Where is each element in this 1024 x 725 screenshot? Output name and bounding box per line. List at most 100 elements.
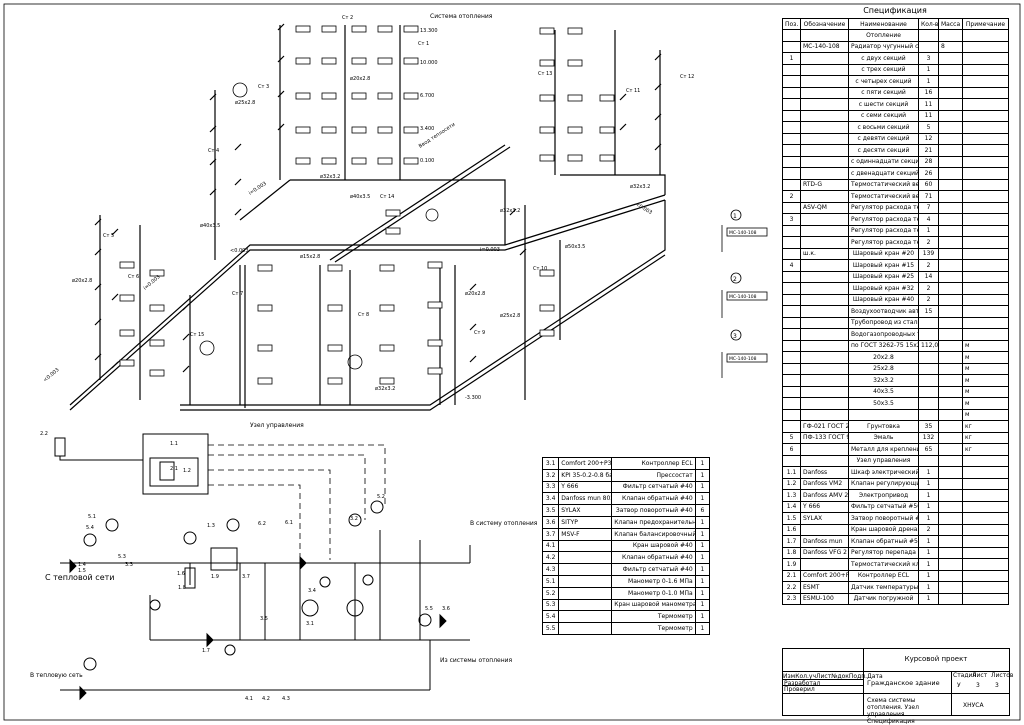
- equipment-cell: 3.3: [541, 480, 560, 494]
- spec-cell: [918, 362, 939, 375]
- spec-cell: [918, 29, 939, 42]
- spec-cell: [962, 224, 1009, 237]
- spec-cell: с пяти секций: [848, 86, 919, 99]
- equipment-cell: Термометр: [611, 610, 696, 624]
- spec-cell: по ГОСТ 3262-75 15x2.8: [848, 339, 919, 352]
- spec-header-cell: Обозначение: [800, 18, 849, 30]
- riser-label: Ст 1: [418, 41, 429, 47]
- spec-cell: [962, 328, 1009, 341]
- equipment-cell: [558, 610, 613, 624]
- spec-cell: 6: [782, 443, 801, 456]
- equipment-cell: 1: [694, 563, 711, 576]
- equipment-cell: 1: [694, 480, 711, 494]
- equipment-cell: Кран шаровой #40: [611, 539, 696, 553]
- spec-cell: 1: [918, 63, 939, 76]
- spec-cell: [800, 29, 849, 42]
- equipment-tag: 3.3: [125, 562, 133, 568]
- spec-cell: MC-140-108: [800, 40, 849, 53]
- spec-cell: [938, 293, 963, 306]
- spec-cell: [938, 454, 963, 467]
- spec-cell: [782, 454, 801, 467]
- spec-cell: 50x3.5: [848, 397, 919, 410]
- equipment-cell: SYLAX: [558, 504, 613, 517]
- spec-header-cell: Масса ед. кг: [938, 18, 963, 30]
- spec-cell: [800, 305, 849, 318]
- equipment-cell: 1: [694, 586, 711, 600]
- spec-cell: Y 666: [800, 500, 849, 513]
- tb-stage-label: Стадия: [953, 672, 977, 679]
- spec-cell: Шаровый кран #25: [848, 270, 919, 283]
- tb-sheets: 3: [995, 682, 999, 689]
- spec-row: Узел управления: [782, 454, 1009, 467]
- spec-cell: Термостатический вентиль #15: [848, 178, 919, 191]
- equipment-tag: 4.3: [282, 696, 290, 702]
- spec-cell: [800, 52, 849, 65]
- spec-cell: [782, 374, 801, 387]
- spec-cell: 32x3.2: [848, 374, 919, 387]
- equipment-tag: 4.1: [245, 696, 253, 702]
- equipment-cell: 5.4: [541, 610, 560, 624]
- spec-cell: [782, 236, 801, 249]
- callout-circles: [199, 82, 742, 370]
- tb-sheets-label: Листов: [991, 672, 1014, 679]
- spec-cell: [962, 466, 1009, 479]
- pipe-diameter-label: ø25x2.8: [235, 100, 255, 106]
- spec-cell: ПФ-133 ГОСТ 926-82: [800, 431, 849, 444]
- spec-cell: [962, 155, 1009, 168]
- radiators: [119, 25, 615, 385]
- spec-cell: 1: [918, 592, 939, 605]
- pipe-diameter-label: ø25x2.8: [500, 313, 520, 319]
- spec-cell: 12: [918, 132, 939, 145]
- spec-cell: 1.2: [782, 477, 801, 490]
- spec-cell: 1: [918, 558, 939, 571]
- spec-cell: [800, 155, 849, 168]
- spec-cell: [800, 374, 849, 387]
- detail-radiator-label: MC-140-108: [729, 230, 757, 236]
- spec-cell: [962, 167, 1009, 180]
- spec-cell: 25x2.8: [848, 362, 919, 375]
- equipment-cell: [558, 622, 613, 635]
- spec-cell: Danfoss VFG 2: [800, 546, 849, 559]
- spec-cell: 2: [918, 523, 939, 536]
- spec-cell: [938, 374, 963, 387]
- spec-cell: 3: [782, 213, 801, 226]
- spec-cell: [800, 362, 849, 375]
- spec-cell: Регулятор перепада #40: [848, 546, 919, 559]
- spec-cell: [782, 351, 801, 364]
- control-unit-title: Узел управления: [250, 422, 304, 429]
- spec-cell: 3: [918, 52, 939, 65]
- equipment-tag: 1.4: [78, 562, 86, 568]
- spec-cell: [938, 305, 963, 318]
- spec-cell: 20x2.8: [848, 351, 919, 364]
- spec-cell: [962, 29, 1009, 42]
- spec-cell: 1: [918, 489, 939, 502]
- spec-cell: 71: [918, 190, 939, 203]
- equipment-tag: 2.1: [170, 466, 178, 472]
- spec-cell: Датчик погружной: [848, 592, 919, 605]
- equipment-tag: 3.7: [242, 574, 250, 580]
- spec-cell: [938, 397, 963, 410]
- spec-header-cell: Примечание: [962, 18, 1009, 30]
- spec-cell: [938, 213, 963, 226]
- spec-cell: [962, 40, 1009, 53]
- spec-cell: [962, 569, 1009, 582]
- spec-cell: Радиатор чугунный секционный: [848, 40, 919, 53]
- spec-cell: [962, 213, 1009, 226]
- spec-cell: [962, 178, 1009, 191]
- spec-cell: 2: [918, 259, 939, 272]
